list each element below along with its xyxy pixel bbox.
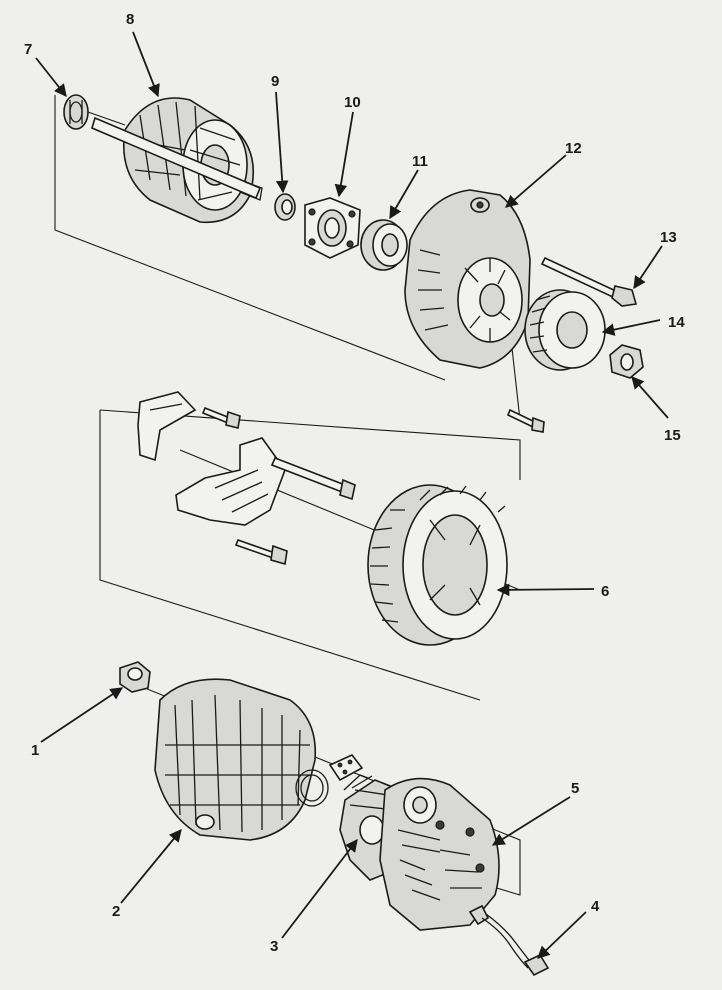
- o-ring: [295, 769, 329, 807]
- insulator: [328, 754, 364, 782]
- long-bolt: [270, 456, 356, 501]
- small-screw-b: [234, 538, 288, 566]
- small-screw-a: [201, 406, 241, 429]
- pulley: [524, 289, 606, 371]
- housing-bolt: [506, 408, 545, 433]
- callout-4: 4: [591, 898, 600, 915]
- callout-10: 10: [344, 94, 361, 111]
- bearing-retainer: [304, 197, 361, 259]
- slip-ring: [63, 94, 126, 130]
- through-bolt: [540, 256, 638, 307]
- brush-clip-upper: [137, 391, 197, 462]
- callout-13: 13: [660, 229, 677, 246]
- pulley-nut: [609, 344, 644, 379]
- callout-5: 5: [571, 780, 579, 797]
- callout-15: 15: [664, 427, 681, 444]
- callout-labels: 7 8 9 10 11 12 13 14 15 6 1 2 3 4 5: [24, 11, 685, 955]
- front-bearing: [360, 219, 408, 271]
- stator: [367, 484, 508, 646]
- callout-6: 6: [601, 583, 609, 600]
- rectifier: [379, 777, 500, 931]
- callout-3: 3: [270, 938, 278, 955]
- rear-cover: [154, 678, 317, 841]
- brush-lead: [468, 904, 550, 977]
- front-housing: [404, 189, 531, 369]
- terminal-cap: [119, 661, 151, 693]
- callout-1: 1: [31, 742, 39, 759]
- callout-8: 8: [126, 11, 134, 28]
- leader-lines: [35, 31, 669, 959]
- terminal-plate: [175, 437, 286, 526]
- rotor: [91, 97, 263, 224]
- spacer-ring: [274, 193, 296, 221]
- callout-2: 2: [112, 903, 120, 920]
- callout-9: 9: [271, 73, 279, 90]
- callout-7: 7: [24, 41, 32, 58]
- callout-12: 12: [565, 140, 582, 157]
- callout-11: 11: [412, 153, 428, 170]
- callout-14: 14: [668, 314, 685, 331]
